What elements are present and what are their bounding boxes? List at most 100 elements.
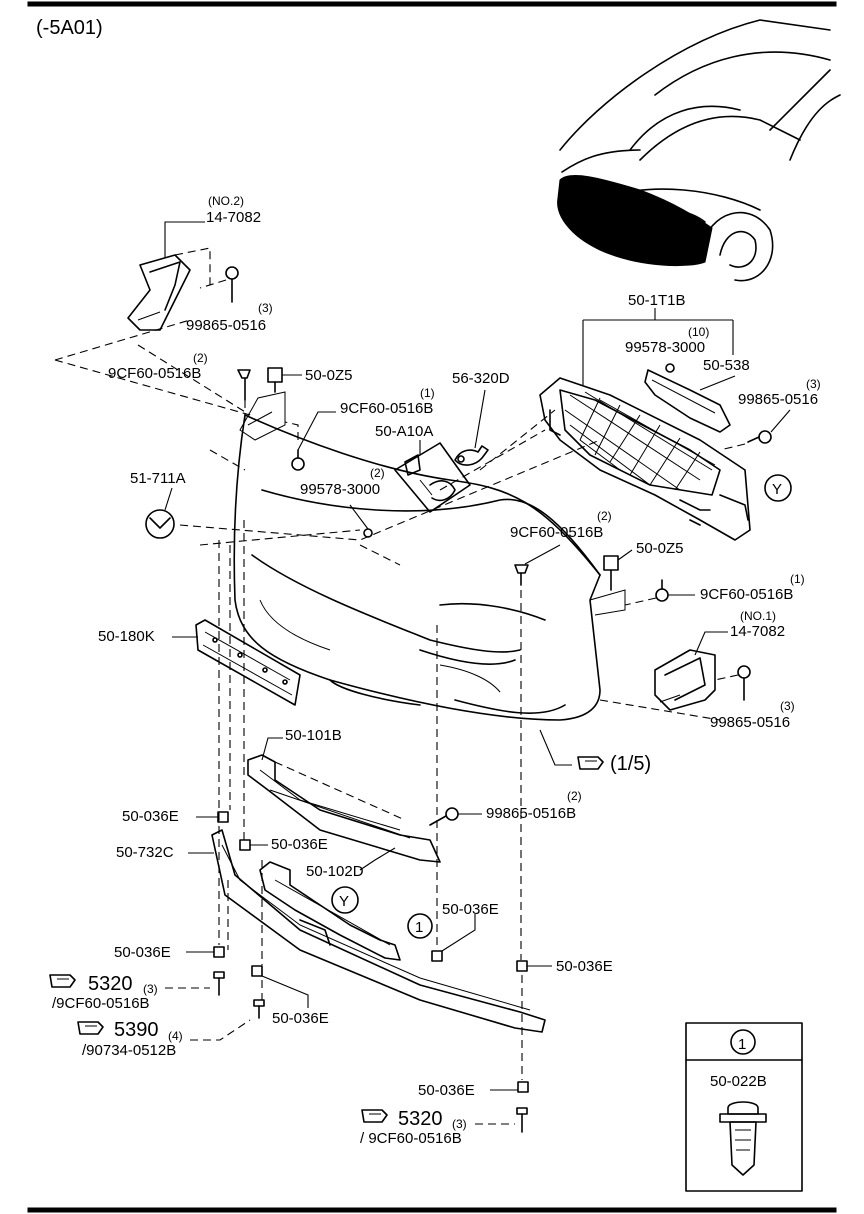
- ref-5390-part: /90734-0512B: [82, 1042, 176, 1059]
- bracket-no1-note: (NO.1): [740, 609, 776, 623]
- plate-label: 50-180K: [98, 628, 155, 645]
- clip-036e-4-label: 50-036E: [114, 944, 171, 961]
- grille-bolt-qty: (3): [806, 377, 821, 391]
- emblem: [145, 487, 175, 539]
- clip-036e-7: [490, 1081, 529, 1093]
- pin-label: 56-320D: [452, 370, 510, 387]
- grille-nut-label: 99578-3000: [625, 339, 705, 356]
- bolt-c-label: 9CF60-0516B: [340, 400, 433, 417]
- license-plate-bracket: [195, 619, 301, 706]
- deflector-bolt: [429, 807, 482, 826]
- legend-part: 50-022B: [710, 1073, 767, 1090]
- grille-nut-qty: (10): [688, 325, 709, 339]
- push-clip-icon: [719, 1101, 767, 1176]
- legend-key: 1: [738, 1036, 746, 1053]
- ref-5320-a: 5320: [88, 973, 133, 995]
- nut-qty: (2): [370, 466, 385, 480]
- bracket-a10a: [394, 442, 471, 513]
- emblem-label: 51-711A: [130, 470, 186, 487]
- screw-b: [253, 999, 265, 1019]
- clip-036e-2-label: 50-036E: [271, 836, 328, 853]
- bracket-no1-label: 14-7082: [730, 623, 785, 640]
- lower-spoiler: [211, 829, 546, 1033]
- bracket-no1: [654, 649, 716, 711]
- bolt-e-qty: (1): [790, 572, 805, 586]
- front-bumper-highlight: [557, 174, 713, 267]
- clip-036e-5: [516, 960, 552, 972]
- bolt-a: [199, 266, 239, 303]
- legend-box: [685, 1022, 803, 1192]
- grille-label: 50-1T1B: [628, 292, 686, 309]
- deflector-bolt-label: 99865-0516B: [486, 805, 576, 822]
- grille-bolt-label: 99865-0516: [738, 391, 818, 408]
- ref-fraction: (1/5): [610, 753, 651, 775]
- bolt-d: [514, 544, 561, 586]
- grille-nut: [665, 363, 675, 373]
- ref-5320-b-part: / 9CF60-0516B: [360, 1130, 462, 1147]
- clip-036e-3-label: 50-036E: [442, 901, 499, 918]
- bolt-b: [237, 369, 251, 420]
- bolt-d-label: 9CF60-0516B: [510, 524, 603, 541]
- grille: [539, 377, 751, 541]
- hand-pointer-icon-5390: [77, 1021, 104, 1035]
- circle-one-label: 1: [415, 919, 423, 936]
- deflector-label: 50-101B: [285, 727, 342, 744]
- bolt-c-qty: (1): [420, 386, 435, 400]
- front-bumper-cover: [233, 391, 626, 721]
- clip-036e-7-label: 50-036E: [418, 1082, 475, 1099]
- grille-molding: [644, 369, 731, 433]
- bracket-no2-label: 14-7082: [206, 209, 261, 226]
- clip-036e-6-label: 50-036E: [272, 1010, 329, 1027]
- clip-a: [267, 367, 283, 393]
- marker-y-bottom-label: Y: [339, 893, 349, 910]
- bolt-e-label: 9CF60-0516B: [700, 586, 793, 603]
- clip-b-label: 50-0Z5: [636, 540, 684, 557]
- ref-5320-a-qty: (3): [143, 982, 158, 996]
- clip-036e-6: [251, 965, 309, 1008]
- screw-c: [516, 1107, 528, 1133]
- ref-5390-qty: (4): [168, 1029, 183, 1043]
- bolt-a-qty: (3): [258, 301, 273, 315]
- ref-5320-b: 5320: [398, 1108, 443, 1130]
- hand-pointer-icon: [577, 756, 604, 770]
- bolt-f: [714, 665, 751, 701]
- bolt-a-label: 99865-0516: [186, 317, 266, 334]
- clip-036e-5-label: 50-036E: [556, 958, 613, 975]
- circle-one-marker: [407, 913, 433, 939]
- marker-y-bottom: [331, 886, 359, 914]
- header-code: (-5A01): [36, 17, 103, 39]
- grille-mold-label: 50-538: [703, 357, 750, 374]
- clip-a-label: 50-0Z5: [305, 367, 353, 384]
- bracket-no2-note: (NO.2): [208, 194, 244, 208]
- clip-036e-2: [239, 839, 268, 851]
- nut-label: 99578-3000: [300, 481, 380, 498]
- bolt-d-qty: (2): [597, 509, 612, 523]
- bolt-c: [284, 421, 305, 471]
- top-border: [27, 1, 837, 7]
- ref-5320-a-part: /9CF60-0516B: [52, 995, 150, 1012]
- marker-y-top-label: Y: [772, 481, 782, 498]
- bolt-f-label: 99865-0516: [710, 714, 790, 731]
- bracket-no2: [127, 247, 211, 331]
- vehicle-location-illustration: [557, 19, 841, 282]
- clip-b: [603, 555, 619, 591]
- grille-bolt: [719, 409, 791, 451]
- bolt-e: [624, 579, 695, 606]
- deflector-bolt-qty: (2): [567, 789, 582, 803]
- clip-036e-3: [431, 914, 476, 962]
- clip-036e-1-label: 50-036E: [122, 808, 179, 825]
- marker-y-top: [764, 474, 792, 502]
- pin: [454, 445, 489, 466]
- bottom-border: [27, 1207, 837, 1213]
- clip-036e-1: [196, 811, 229, 823]
- lower-part-label: 50-102D: [306, 863, 364, 880]
- bolt-b-qty: (2): [193, 351, 208, 365]
- hand-pointer-icon-5320b: [361, 1109, 388, 1123]
- bolt-b-label: 9CF60-0516B: [108, 365, 201, 382]
- nut-small: [349, 504, 373, 538]
- ref-5320-b-qty: (3): [452, 1117, 467, 1131]
- legend-key-circle: [730, 1029, 756, 1055]
- bracket-a10a-label: 50-A10A: [375, 423, 433, 440]
